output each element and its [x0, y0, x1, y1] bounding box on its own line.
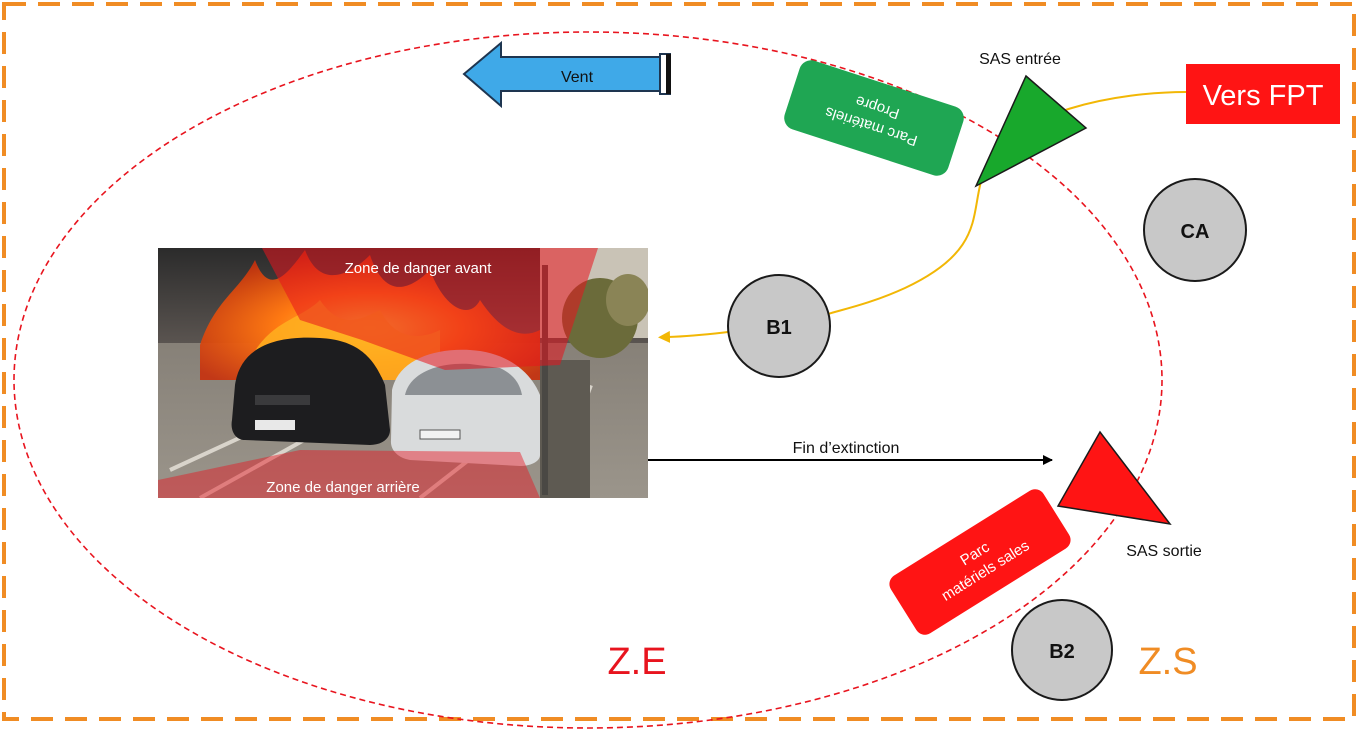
- ze-boundary: [13, 31, 1163, 729]
- wind-arrow: Vent: [462, 40, 671, 109]
- ze-label: Z.E: [607, 641, 666, 683]
- zs-boundary: [2, 2, 1356, 721]
- vers-fpt-box: [1186, 64, 1340, 124]
- b1-label: B1: [766, 317, 792, 339]
- sas-exit-triangle: [1056, 430, 1172, 526]
- burning-cars-photo: [158, 248, 648, 498]
- vers-fpt-label: Vers FPT: [1203, 80, 1324, 112]
- b1-unit: B1: [727, 274, 831, 378]
- ca-unit: CA: [1143, 178, 1247, 282]
- parc-propre-box: Parc matériels Propre: [784, 60, 964, 176]
- sas-entry-label: SAS entrée: [979, 51, 1061, 68]
- supply-route: [827, 91, 1187, 315]
- b2-unit: B2: [1011, 599, 1113, 701]
- fin-extinction-label: Fin d’extinction: [793, 440, 900, 457]
- zone-avant-label: Zone de danger avant: [345, 260, 493, 277]
- zone-arriere-label: Zone de danger arrière: [266, 479, 419, 496]
- parc-sales-box: Parc matériels sales: [889, 489, 1071, 635]
- sas-exit-label: SAS sortie: [1126, 543, 1202, 560]
- ca-label: CA: [1181, 221, 1210, 243]
- sas-entry-triangle: [974, 74, 1088, 188]
- zs-label: Z.S: [1138, 641, 1197, 683]
- b2-label: B2: [1049, 641, 1075, 663]
- attack-route: [658, 330, 729, 343]
- wind-label: Vent: [561, 69, 594, 86]
